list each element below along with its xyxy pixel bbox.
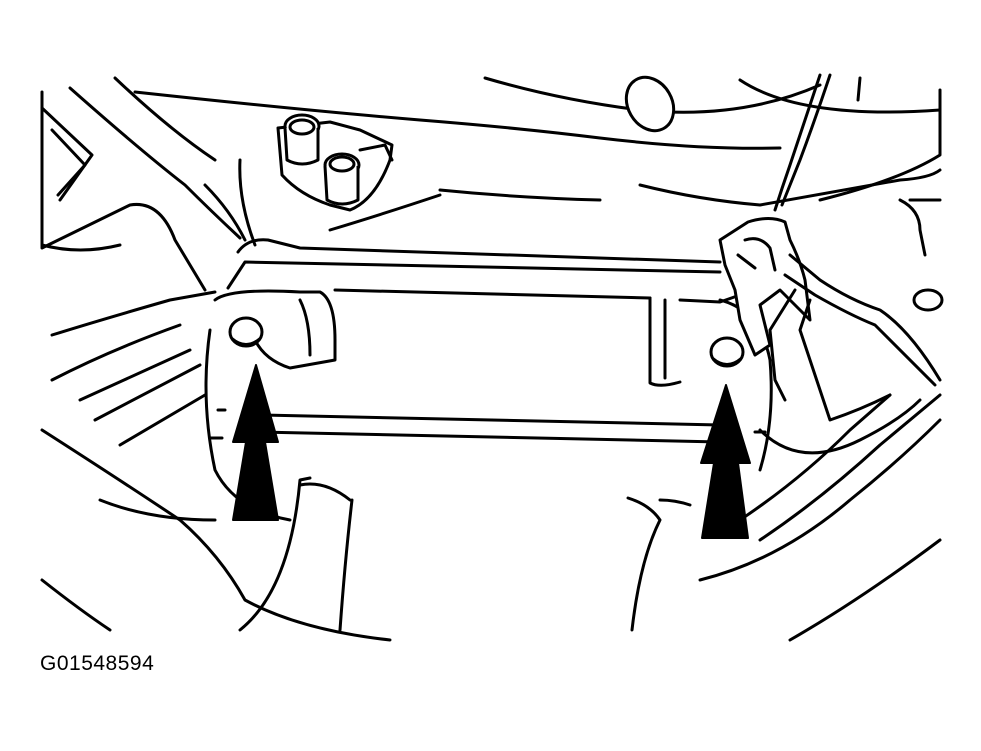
upper-left-panel (40, 76, 242, 292)
left-mounting-bolt (228, 316, 264, 348)
center-duct (238, 476, 692, 632)
fittings-cluster (203, 113, 442, 247)
right-mounting-bolt (709, 336, 745, 368)
top-hoses (133, 75, 942, 207)
lower-rails (40, 290, 942, 642)
arrow-up-icon (700, 384, 751, 539)
cable-clip (718, 73, 944, 422)
figure-code: G01548594 (40, 652, 155, 675)
support-bracket (204, 238, 773, 522)
arrow-up-icon (232, 364, 279, 521)
